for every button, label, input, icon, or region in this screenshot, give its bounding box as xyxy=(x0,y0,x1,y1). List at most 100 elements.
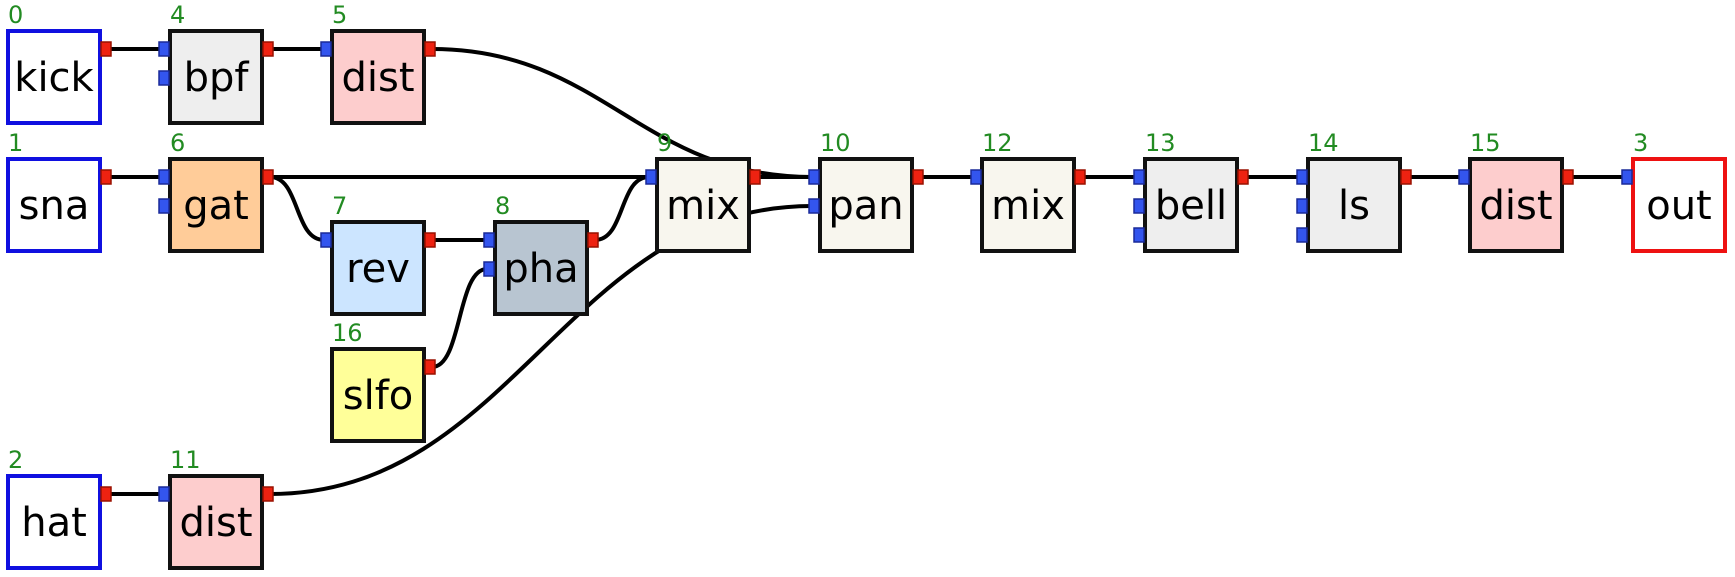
inlet-port[interactable] xyxy=(158,41,170,57)
inlet-port[interactable] xyxy=(645,169,657,185)
outlet-port[interactable] xyxy=(1074,169,1086,185)
node-box[interactable] xyxy=(1631,157,1727,253)
node-id-label: 2 xyxy=(8,446,23,474)
node-box[interactable] xyxy=(1306,157,1402,253)
node-id-label: 5 xyxy=(332,1,347,29)
outlet-port[interactable] xyxy=(1400,169,1412,185)
inlet-port[interactable] xyxy=(808,198,820,214)
inlet-port[interactable] xyxy=(483,232,495,248)
node-box[interactable] xyxy=(330,29,426,125)
inlet-port[interactable] xyxy=(158,486,170,502)
inlet-port[interactable] xyxy=(158,198,170,214)
node-box[interactable] xyxy=(168,474,264,570)
node-dist-11[interactable]: dist 11 xyxy=(158,446,274,570)
node-label: dist xyxy=(1479,183,1552,229)
node-mix-12[interactable]: mix 12 xyxy=(970,129,1086,253)
inlet-port[interactable] xyxy=(1621,169,1633,185)
inlet-port[interactable] xyxy=(320,232,332,248)
node-id-label: 13 xyxy=(1145,129,1176,157)
inlet-port[interactable] xyxy=(1296,227,1308,243)
node-box[interactable] xyxy=(330,220,426,316)
outlet-port[interactable] xyxy=(424,359,436,375)
node-label: hat xyxy=(21,500,87,546)
inlet-port[interactable] xyxy=(158,70,170,86)
node-label: bell xyxy=(1155,183,1227,229)
outlet-port[interactable] xyxy=(424,41,436,57)
node-id-label: 10 xyxy=(820,129,851,157)
node-label: dist xyxy=(179,500,252,546)
node-id-label: 7 xyxy=(332,192,347,220)
node-id-label: 9 xyxy=(657,129,672,157)
outlet-port[interactable] xyxy=(749,169,761,185)
inlet-port[interactable] xyxy=(1133,227,1145,243)
node-id-label: 3 xyxy=(1633,129,1648,157)
node-box[interactable] xyxy=(1143,157,1239,253)
node-id-label: 4 xyxy=(170,1,185,29)
inlet-port[interactable] xyxy=(1458,169,1470,185)
node-label: pha xyxy=(503,246,578,292)
node-gat-6[interactable]: gat 6 xyxy=(158,129,274,253)
node-id-label: 11 xyxy=(170,446,201,474)
node-box[interactable] xyxy=(493,220,589,316)
node-box[interactable] xyxy=(1468,157,1564,253)
inlet-port[interactable] xyxy=(1133,198,1145,214)
node-box[interactable] xyxy=(168,157,264,253)
inlet-port[interactable] xyxy=(320,41,332,57)
node-bell-13[interactable]: bell 13 xyxy=(1133,129,1249,253)
outlet-port[interactable] xyxy=(587,232,599,248)
outlet-port[interactable] xyxy=(262,41,274,57)
node-label: gat xyxy=(183,183,249,229)
outlet-port[interactable] xyxy=(424,232,436,248)
inlet-port[interactable] xyxy=(483,261,495,277)
node-box[interactable] xyxy=(6,474,102,570)
node-box[interactable] xyxy=(818,157,914,253)
node-box[interactable] xyxy=(6,29,102,125)
node-hat-2[interactable]: hat 2 xyxy=(6,446,112,570)
inlet-port[interactable] xyxy=(158,169,170,185)
node-label: slfo xyxy=(343,373,414,419)
outlet-port[interactable] xyxy=(100,41,112,57)
node-box[interactable] xyxy=(6,157,102,253)
node-label: ls xyxy=(1338,183,1370,229)
node-bpf-4[interactable]: bpf 4 xyxy=(158,1,274,125)
outlet-port[interactable] xyxy=(262,486,274,502)
node-rev-7[interactable]: rev 7 xyxy=(320,192,436,316)
node-id-label: 6 xyxy=(170,129,185,157)
edge-6-to-7 xyxy=(269,175,325,242)
node-label: pan xyxy=(828,183,903,229)
node-box[interactable] xyxy=(980,157,1076,253)
node-id-label: 12 xyxy=(982,129,1013,157)
outlet-port[interactable] xyxy=(100,169,112,185)
inlet-port[interactable] xyxy=(1296,169,1308,185)
inlet-port[interactable] xyxy=(808,169,820,185)
node-id-label: 0 xyxy=(8,1,23,29)
inlet-port[interactable] xyxy=(1133,169,1145,185)
node-label: out xyxy=(1646,183,1712,229)
node-label: rev xyxy=(346,246,410,292)
node-box[interactable] xyxy=(168,29,264,125)
outlet-port[interactable] xyxy=(100,486,112,502)
node-box[interactable] xyxy=(330,347,426,443)
node-out-3[interactable]: out 3 xyxy=(1621,129,1727,253)
outlet-port[interactable] xyxy=(1562,169,1574,185)
node-box[interactable] xyxy=(655,157,751,253)
inlet-port[interactable] xyxy=(970,169,982,185)
outlet-port[interactable] xyxy=(912,169,924,185)
node-label: bpf xyxy=(184,55,250,101)
inlet-port[interactable] xyxy=(1296,198,1308,214)
node-pan-10[interactable]: pan 10 xyxy=(808,129,924,253)
edge-8-to-9 xyxy=(594,175,650,242)
node-label: mix xyxy=(991,183,1065,229)
outlet-port[interactable] xyxy=(262,169,274,185)
outlet-port[interactable] xyxy=(1237,169,1249,185)
